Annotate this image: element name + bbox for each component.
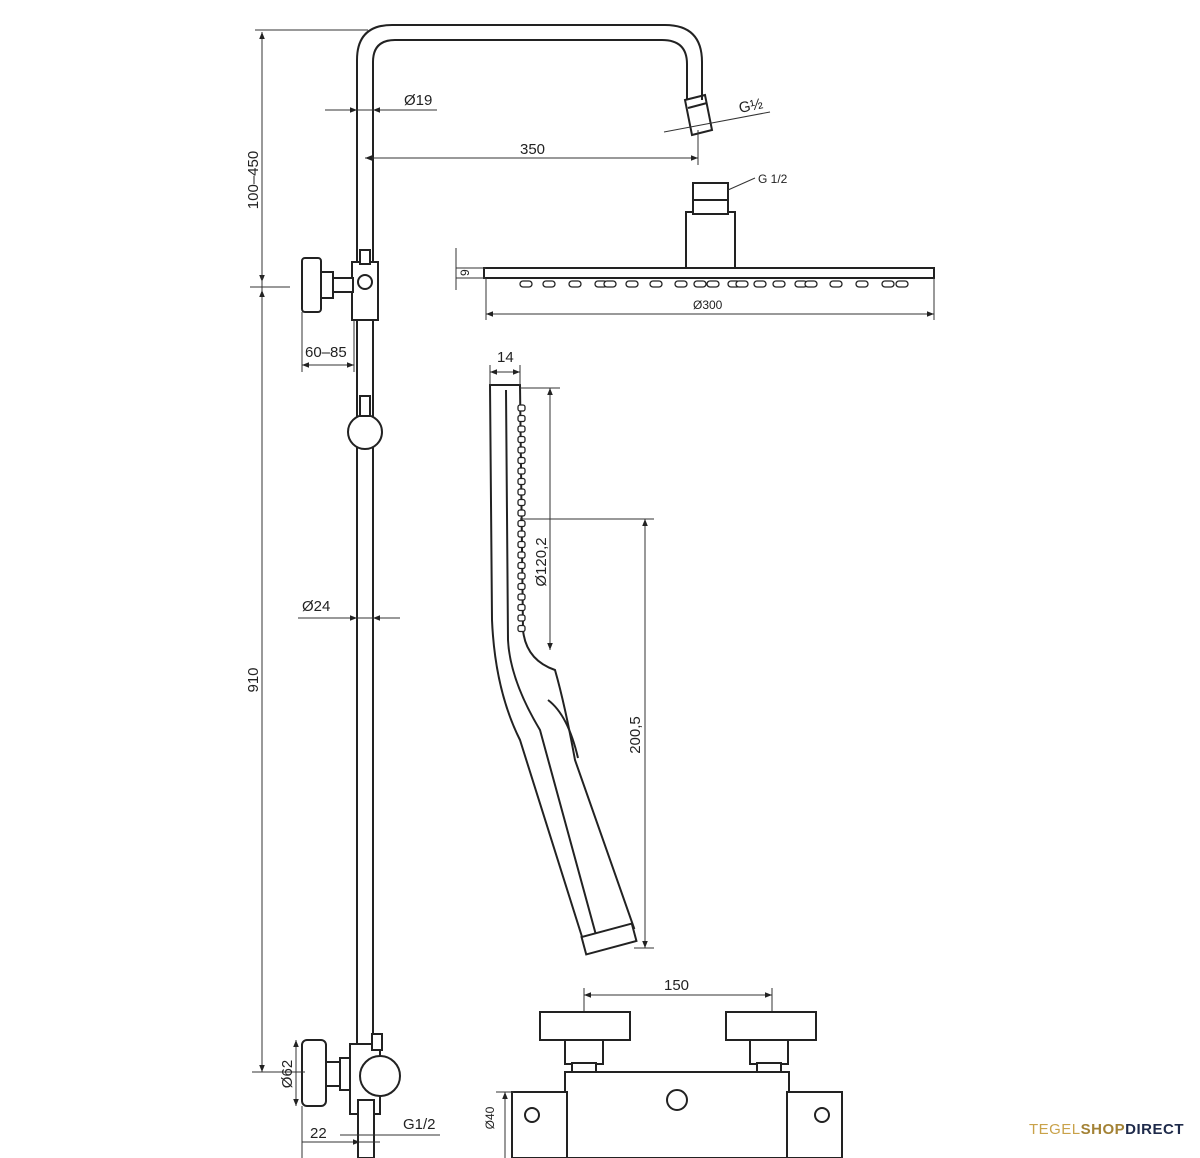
hand-nozzle xyxy=(517,624,526,633)
column-dimensions: Ø19 350 G½ 100–450 910 60–85 Ø24 Ø62 xyxy=(245,29,771,1158)
head-nozzle xyxy=(674,280,688,288)
valve-body xyxy=(564,1071,790,1158)
hand-shower-body xyxy=(488,384,636,942)
head-shower-nozzles xyxy=(519,280,909,288)
head-nozzle xyxy=(706,280,720,288)
hand-nozzle xyxy=(517,404,526,412)
rose-diameter-label: Ø62 xyxy=(279,1060,296,1088)
top-arm-pipe xyxy=(356,24,703,1070)
arm-height-label: 100–450 xyxy=(245,151,262,209)
hand-nozzle xyxy=(517,519,526,528)
hand-nozzle xyxy=(517,477,526,486)
hand-thickness-label: 14 xyxy=(497,349,514,366)
valve-center-outlet xyxy=(666,1089,688,1111)
hand-nozzle xyxy=(517,467,526,475)
head-nozzle xyxy=(542,280,556,288)
hand-nozzle xyxy=(517,425,526,433)
valve-diameter-label: Ø40 xyxy=(483,1106,497,1129)
valve-spacing-label: 150 xyxy=(664,977,689,994)
head-nozzle xyxy=(603,280,617,288)
head-nozzle xyxy=(625,280,639,288)
pipe-diameter-label: Ø19 xyxy=(404,92,432,109)
head-shower-neck xyxy=(685,211,736,269)
hand-nozzle xyxy=(517,435,526,444)
hand-shower-thread xyxy=(580,922,638,956)
valve-left-handle xyxy=(539,1011,631,1041)
head-nozzle xyxy=(895,280,909,288)
diverter-knob xyxy=(359,1055,401,1097)
hand-nozzle xyxy=(517,593,526,601)
head-nozzle xyxy=(735,280,749,288)
wall-offset-label: 60–85 xyxy=(305,344,347,361)
hand-shower-nozzles xyxy=(517,404,526,633)
thermostatic-valve: 150 Ø40 xyxy=(483,977,843,1158)
head-nozzle xyxy=(881,280,895,288)
upper-wall-rose xyxy=(301,257,322,313)
head-diameter-label: Ø300 xyxy=(693,298,723,312)
top-arm-pipe-inner xyxy=(372,39,688,1070)
head-nozzle xyxy=(829,280,843,288)
head-nozzle xyxy=(519,280,533,288)
valve-right-handle xyxy=(725,1011,817,1041)
hand-diameter-label: Ø120,2 xyxy=(533,537,550,586)
hand-nozzle xyxy=(517,414,526,423)
valve-right-end xyxy=(786,1091,843,1158)
valve-left-end xyxy=(511,1091,568,1158)
hand-nozzle xyxy=(517,488,526,496)
head-nozzle xyxy=(753,280,767,288)
head-nozzle xyxy=(693,280,707,288)
top-connector xyxy=(683,93,714,137)
hand-nozzle xyxy=(517,530,526,538)
lower-wall-rose xyxy=(301,1039,327,1107)
outlet-offset-label: 22 xyxy=(310,1125,327,1142)
riser-height-label: 910 xyxy=(245,667,262,692)
riser-diameter-label: Ø24 xyxy=(302,598,330,615)
hand-nozzle xyxy=(517,582,526,591)
arm-length-label: 350 xyxy=(520,141,545,158)
head-nozzle xyxy=(855,280,869,288)
outlet-thread-label: G1/2 xyxy=(403,1116,436,1133)
head-thickness-label: 9 xyxy=(458,269,472,276)
hand-nozzle xyxy=(517,509,526,517)
head-thread-label: G 1/2 xyxy=(758,172,788,186)
hand-length-label: 200,5 xyxy=(627,716,644,754)
tegelshopdirect-logo: TEGELSHOPDIRECT xyxy=(1028,1121,1184,1138)
hand-nozzle xyxy=(517,540,526,549)
upper-wall-mount xyxy=(332,277,354,293)
hand-nozzle xyxy=(517,603,526,612)
upper-sliding-bracket xyxy=(351,261,379,321)
head-nozzle xyxy=(649,280,663,288)
hand-nozzle xyxy=(517,551,526,559)
head-shower: G 1/2 9 Ø300 xyxy=(455,172,935,320)
hand-nozzle xyxy=(517,498,526,507)
head-shower-thread xyxy=(692,182,729,201)
head-shower-plate xyxy=(483,267,935,279)
hand-nozzle xyxy=(517,614,526,622)
head-nozzle xyxy=(568,280,582,288)
bottom-outlet xyxy=(357,1099,375,1158)
hand-shower: 14 Ø120,2 200,5 xyxy=(488,349,654,956)
head-nozzle xyxy=(772,280,786,288)
hand-nozzle xyxy=(517,456,526,465)
hand-nozzle xyxy=(517,446,526,454)
top-thread-label: G½ xyxy=(737,95,765,117)
handshower-holder xyxy=(347,414,383,450)
head-nozzle xyxy=(804,280,818,288)
hand-nozzle xyxy=(517,561,526,570)
shower-column xyxy=(301,24,714,1158)
hand-nozzle xyxy=(517,572,526,580)
